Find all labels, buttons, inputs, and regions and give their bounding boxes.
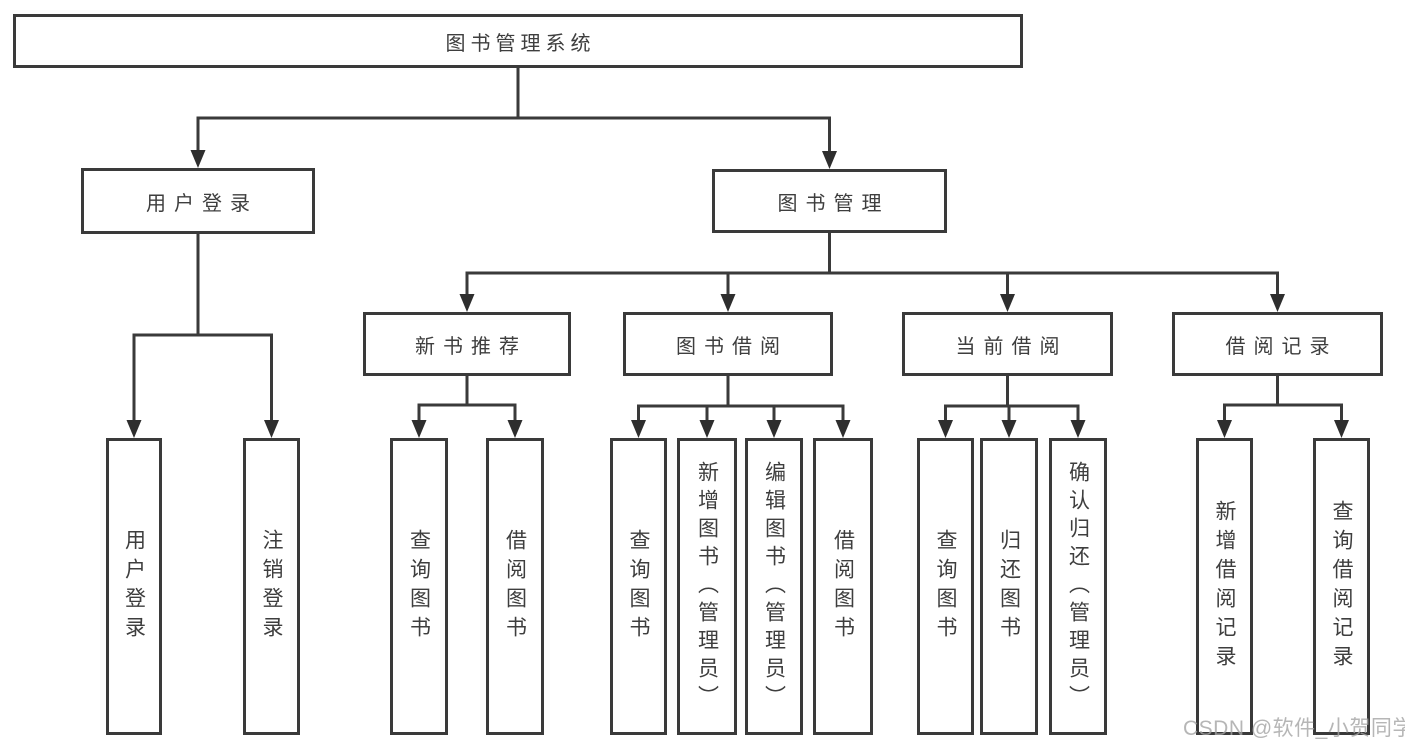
node-borrow-records: 借阅记录	[1172, 312, 1383, 376]
node-query-books-recommend: 查询图书	[390, 438, 448, 735]
node-new-book-recommend: 新书推荐	[363, 312, 571, 376]
arrowhead-icons	[126, 150, 1349, 438]
watermark: CSDN @软件_小贺同学	[1183, 717, 1405, 740]
node-logout-action: 注销登录	[243, 438, 300, 735]
node-query-books-borrow: 查询图书	[610, 438, 667, 735]
node-borrow-books-recommend: 借阅图书	[486, 438, 544, 735]
node-add-borrow-record: 新增借阅记录	[1196, 438, 1253, 735]
node-query-borrow-record: 查询借阅记录	[1313, 438, 1370, 735]
node-book-borrow: 图书借阅	[623, 312, 833, 376]
node-current-borrow: 当前借阅	[902, 312, 1113, 376]
node-borrow-books-action: 借阅图书	[813, 438, 873, 735]
node-user-login-action: 用户登录	[106, 438, 162, 735]
node-query-books-current: 查询图书	[917, 438, 974, 735]
node-return-books: 归还图书	[980, 438, 1038, 735]
node-edit-books-admin: 编辑图书（管理员）	[745, 438, 803, 735]
node-system: 图书管理系统	[13, 14, 1023, 68]
node-book-management: 图书管理	[712, 169, 947, 233]
node-user-login: 用户登录	[81, 168, 315, 234]
node-confirm-return-admin: 确认归还（管理员）	[1049, 438, 1107, 735]
node-add-books-admin: 新增图书（管理员）	[677, 438, 737, 735]
